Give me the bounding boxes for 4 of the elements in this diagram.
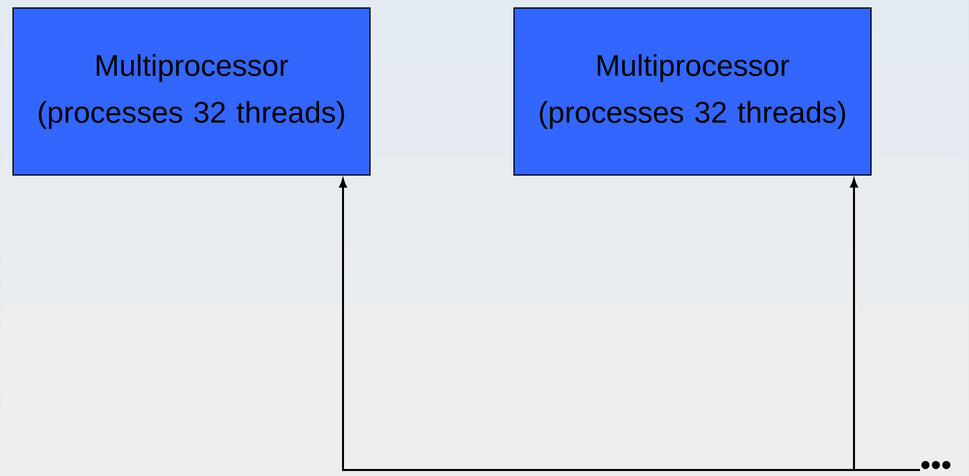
processor-box: Multiprocessor (processes 32 threads): [12, 7, 371, 176]
arrow: [850, 178, 920, 471]
ellipsis: •••: [921, 461, 950, 470]
processor-box: Multiprocessor (processes 32 threads): [513, 7, 872, 176]
